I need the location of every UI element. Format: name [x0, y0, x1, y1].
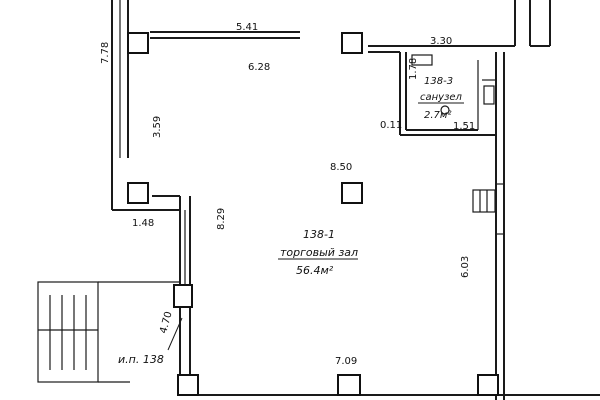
dim-bath-small-b: 1.51 — [453, 121, 475, 132]
dim-bottom-span: 7.09 — [335, 356, 357, 367]
room-hall: 138-1 торговый зал 56.4м² — [278, 228, 358, 277]
dim-top-right-wall: 3.30 — [430, 36, 452, 47]
bath-room-name: санузел — [420, 92, 463, 103]
column-center — [341, 182, 363, 204]
staircase — [37, 281, 180, 383]
bath-room-area: 2.7м² — [424, 110, 451, 121]
column-lower-left — [173, 284, 193, 308]
bath-room-id: 138-3 — [424, 76, 453, 87]
dim-center-span: 8.50 — [330, 162, 352, 173]
structural-columns — [127, 32, 499, 396]
column-top-left — [127, 32, 149, 54]
dim-left-mid-vertical: 3.59 — [152, 116, 163, 138]
column-mid-left — [127, 182, 149, 204]
dim-left-upper-vertical: 7.78 — [100, 42, 111, 64]
sink-fixture — [440, 105, 450, 115]
washbasin — [483, 85, 495, 105]
column-bottom-left — [177, 374, 199, 396]
hall-room-name: торговый зал — [280, 246, 358, 259]
entrance-leader-line — [167, 317, 183, 351]
dim-bath-small-a: 0.11 — [380, 120, 402, 131]
hall-room-id: 138-1 — [303, 228, 335, 241]
dim-top-left-wall: 5.41 — [236, 22, 258, 33]
column-bottom-center — [337, 374, 361, 396]
room-bath: 138-3 санузел 2.7м² — [418, 76, 464, 121]
dim-left-bottom-diagonal: 4.70 — [158, 310, 174, 334]
dim-left-step: 1.48 — [132, 218, 154, 229]
wall-outline — [111, 0, 600, 400]
dimension-labels: 5.41 3.30 7.78 6.28 3.59 1.78 0.11 1.51 … — [100, 22, 475, 367]
toilet-cistern — [411, 54, 433, 66]
entrance-label: и.п. 138 — [118, 353, 164, 366]
dim-room-width-top: 6.28 — [248, 62, 270, 73]
column-bottom-right — [477, 374, 499, 396]
dim-bath-vertical: 1.78 — [408, 58, 419, 80]
dim-left-lower-vertical: 8.29 — [216, 208, 227, 230]
bath-fixtures — [411, 54, 495, 115]
hall-room-area: 56.4м² — [296, 264, 334, 277]
radiator — [472, 183, 505, 235]
column-top-center — [341, 32, 363, 54]
dim-right-vertical: 6.03 — [460, 256, 471, 278]
